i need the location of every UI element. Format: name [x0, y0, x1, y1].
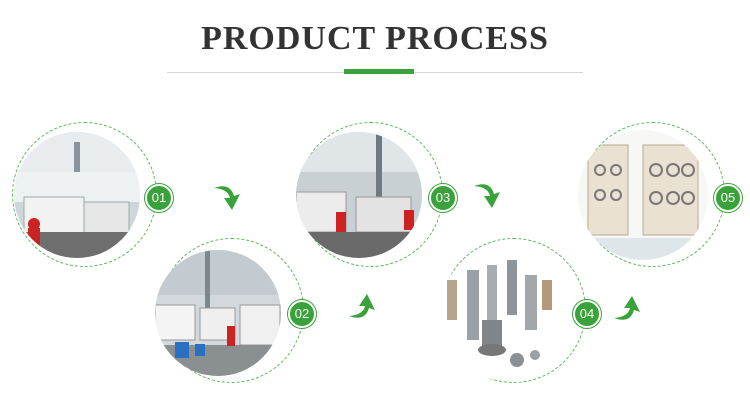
step-number-badge: 04: [573, 300, 601, 328]
molding-workshop-photo: [155, 250, 281, 376]
curved-arrow-up-icon: [614, 296, 640, 320]
process-step-3: 03: [296, 122, 457, 268]
process-step-5: 05: [578, 122, 742, 272]
cnc-workshop-photo: [14, 132, 140, 258]
page-title: PRODUCT PROCESS: [201, 20, 549, 57]
process-step-2: 02: [155, 238, 316, 388]
display-rack-photo: [578, 130, 708, 260]
curved-arrow-up-icon: [349, 294, 375, 318]
cnc-workshop-photo: [296, 132, 422, 258]
drill-bits-photo: [437, 250, 567, 380]
process-step-1: 01: [12, 122, 173, 268]
step-number-badge: 02: [288, 300, 316, 328]
process-step-4: 04: [437, 238, 601, 388]
step-number-badge: 03: [429, 184, 457, 212]
title-accent-bar: [344, 69, 414, 74]
curved-arrow-down-icon: [214, 186, 240, 210]
step-number-badge: 05: [714, 184, 742, 212]
step-number-badge: 01: [145, 184, 173, 212]
curved-arrow-down-icon: [474, 184, 500, 208]
